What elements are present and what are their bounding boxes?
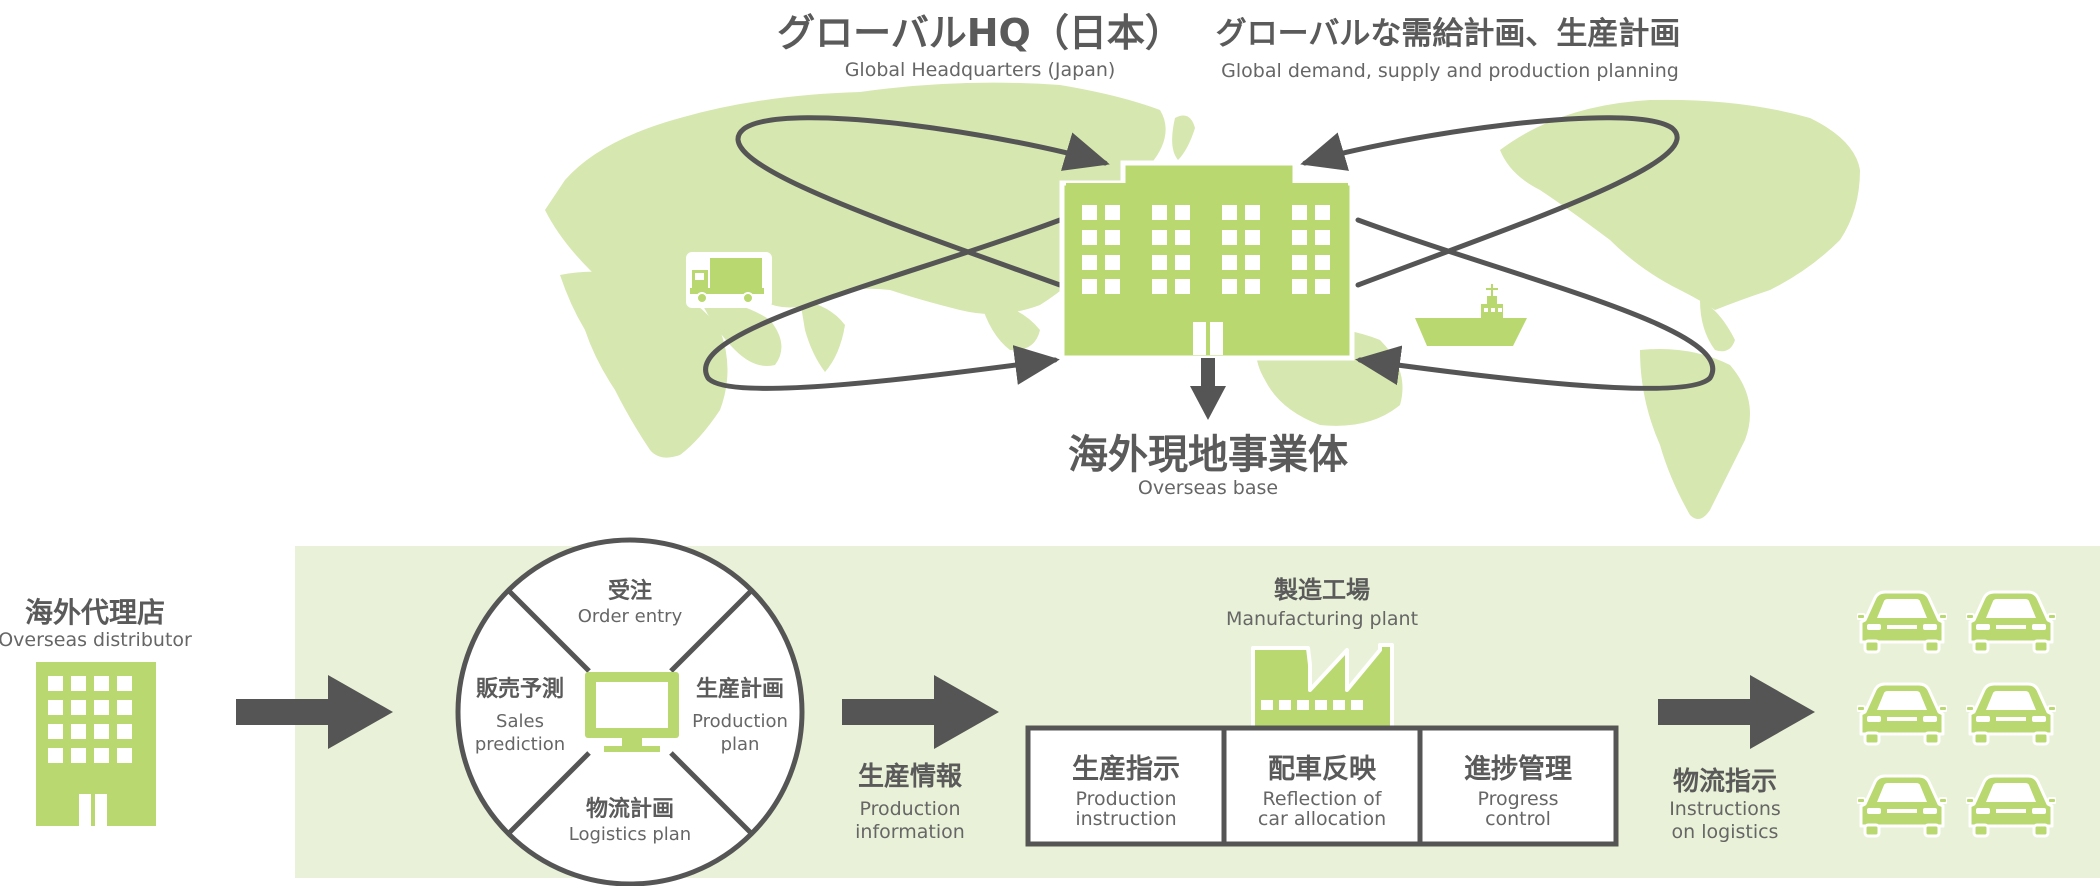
planning-subtitle: Global demand, supply and production pla… bbox=[1221, 60, 1679, 82]
box-3-subtitle-1: Progress bbox=[1477, 788, 1558, 810]
japan-landmass bbox=[1172, 115, 1195, 160]
circle-right-title: 生産計画 bbox=[696, 676, 784, 702]
plant-task-boxes bbox=[1025, 725, 1619, 847]
orbit-arrows bbox=[703, 115, 1716, 391]
production-info-title: 生産情報 bbox=[858, 761, 963, 792]
monitor-icon bbox=[585, 672, 679, 752]
south-america-landmass bbox=[1640, 349, 1750, 519]
factory-icon bbox=[1251, 643, 1394, 730]
planning-title: グローバルな需給計画、生産計画 bbox=[1216, 16, 1681, 52]
overseas-base-subtitle: Overseas base bbox=[1138, 477, 1278, 499]
hq-title: グローバルHQ（日本） bbox=[777, 11, 1183, 55]
orbit-arrow-left-bottom bbox=[703, 217, 1063, 391]
india-landmass bbox=[800, 300, 845, 372]
orbit-arrow-right-bottom bbox=[1355, 217, 1716, 391]
box-1-subtitle-2: instruction bbox=[1075, 808, 1176, 830]
hq-building-icon bbox=[1059, 160, 1355, 361]
distributor-subtitle: Overseas distributor bbox=[0, 629, 192, 651]
truck-icon bbox=[686, 252, 772, 308]
hq-subtitle: Global Headquarters (Japan) bbox=[845, 59, 1116, 81]
flow-arrow-1 bbox=[236, 675, 393, 749]
central-america-landmass bbox=[1700, 300, 1735, 352]
box-3-subtitle-2: control bbox=[1485, 808, 1551, 830]
circle-left-subtitle-2: prediction bbox=[475, 734, 565, 755]
box-2-subtitle-1: Reflection of bbox=[1263, 788, 1383, 810]
box-1-subtitle-1: Production bbox=[1075, 788, 1176, 810]
logistics-subtitle-1: Instructions bbox=[1669, 798, 1781, 820]
circle-left-title: 販売予測 bbox=[476, 676, 564, 702]
circle-right-subtitle-1: Production bbox=[692, 711, 788, 732]
circle-bottom-subtitle: Logistics plan bbox=[569, 824, 691, 845]
circle-right-subtitle-2: plan bbox=[721, 734, 760, 755]
ship-icon bbox=[1415, 284, 1527, 346]
overseas-base-title: 海外現地事業体 bbox=[1068, 432, 1348, 478]
north-america-landmass bbox=[1500, 99, 1860, 311]
southeast-asia-landmass bbox=[980, 300, 1040, 351]
circle-top-title: 受注 bbox=[608, 578, 652, 604]
flow-arrow-2 bbox=[842, 675, 999, 749]
distributor-building-icon bbox=[36, 662, 156, 826]
production-info-subtitle-2: information bbox=[855, 821, 965, 843]
box-1-title: 生産指示 bbox=[1072, 753, 1180, 785]
logistics-subtitle-2: on logistics bbox=[1672, 821, 1779, 843]
orbit-arrow-left-top bbox=[735, 115, 1110, 288]
africa-landmass bbox=[560, 271, 728, 458]
plant-title: 製造工場 bbox=[1274, 576, 1370, 604]
plant-subtitle: Manufacturing plant bbox=[1226, 608, 1418, 630]
box-2-subtitle-2: car allocation bbox=[1258, 808, 1386, 830]
production-info-subtitle-1: Production bbox=[859, 798, 960, 820]
flow-arrow-3 bbox=[1658, 675, 1815, 749]
circle-top-subtitle: Order entry bbox=[578, 606, 683, 627]
orbit-arrow-right-top bbox=[1300, 115, 1680, 288]
circle-bottom-title: 物流計画 bbox=[586, 796, 674, 822]
distributor-title: 海外代理店 bbox=[25, 596, 165, 629]
box-3-title: 進捗管理 bbox=[1464, 754, 1572, 785]
hq-down-arrow bbox=[1190, 358, 1226, 420]
box-2-title: 配車反映 bbox=[1268, 754, 1376, 785]
logistics-title: 物流指示 bbox=[1673, 767, 1777, 797]
circle-left-subtitle-1: Sales bbox=[496, 711, 544, 732]
